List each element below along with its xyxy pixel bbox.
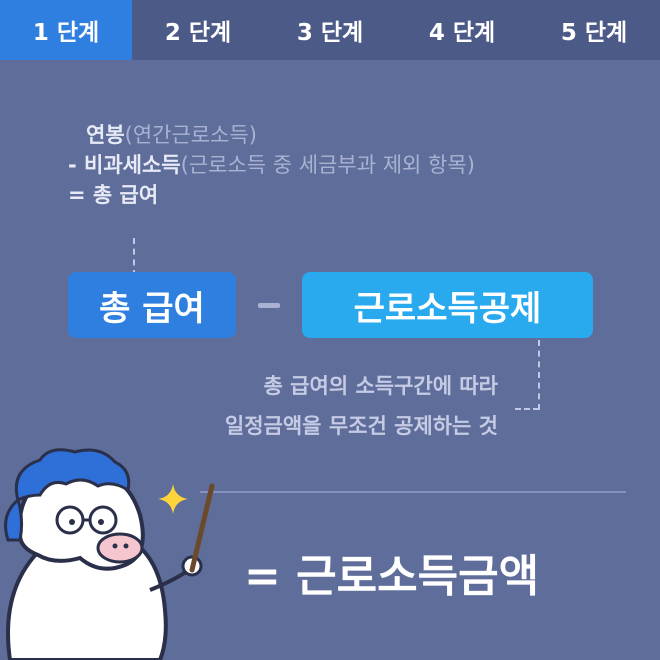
tab-step-1[interactable]: 1 단계 <box>0 0 132 60</box>
salary-formula: 연봉(연간근로소득) - 비과세소득(근로소득 중 세금부과 제외 항목) = … <box>68 120 475 210</box>
total-pay-pill: 총 급여 <box>68 272 236 338</box>
earned-income-amount-result: = 근로소득금액 <box>244 551 540 602</box>
step-tabs: 1 단계 2 단계 3 단계 4 단계 5 단계 <box>0 0 660 60</box>
annual-salary-desc: (연간근로소득) <box>124 123 257 147</box>
annual-salary-term: 연봉 <box>86 123 125 147</box>
note-line-2: 일정금액을 무조건 공제하는 것 <box>224 414 498 438</box>
unicorn-mascot-icon <box>4 448 215 660</box>
nontaxable-desc: (근로소득 중 세금부과 제외 항목) <box>180 153 475 177</box>
minus-icon <box>258 303 280 308</box>
sparkle-icon <box>158 484 188 514</box>
formula-line-annual-salary: 연봉(연간근로소득) <box>68 120 475 150</box>
tab-step-4[interactable]: 4 단계 <box>428 20 496 46</box>
formula-line-total-pay: = 총 급여 <box>68 183 159 207</box>
tab-step-2[interactable]: 2 단계 <box>164 20 232 46</box>
nontaxable-term: 비과세소득 <box>84 153 181 177</box>
connector-dashed-line-right <box>538 340 540 410</box>
tab-step-5[interactable]: 5 단계 <box>560 20 628 46</box>
minus-sign: - <box>68 153 85 177</box>
deduction-note: 총 급여의 소득구간에 따라 일정금액을 무조건 공제하는 것 <box>225 366 498 446</box>
formula-line-nontaxable: - 비과세소득(근로소득 중 세금부과 제외 항목) <box>68 150 475 180</box>
connector-dashed-line-corner <box>515 408 539 410</box>
divider <box>200 491 626 493</box>
tab-step-3[interactable]: 3 단계 <box>296 20 364 46</box>
earned-income-deduction-pill: 근로소득공제 <box>302 272 593 338</box>
connector-dashed-line <box>133 238 135 276</box>
note-line-1: 총 급여의 소득구간에 따라 <box>263 374 498 398</box>
